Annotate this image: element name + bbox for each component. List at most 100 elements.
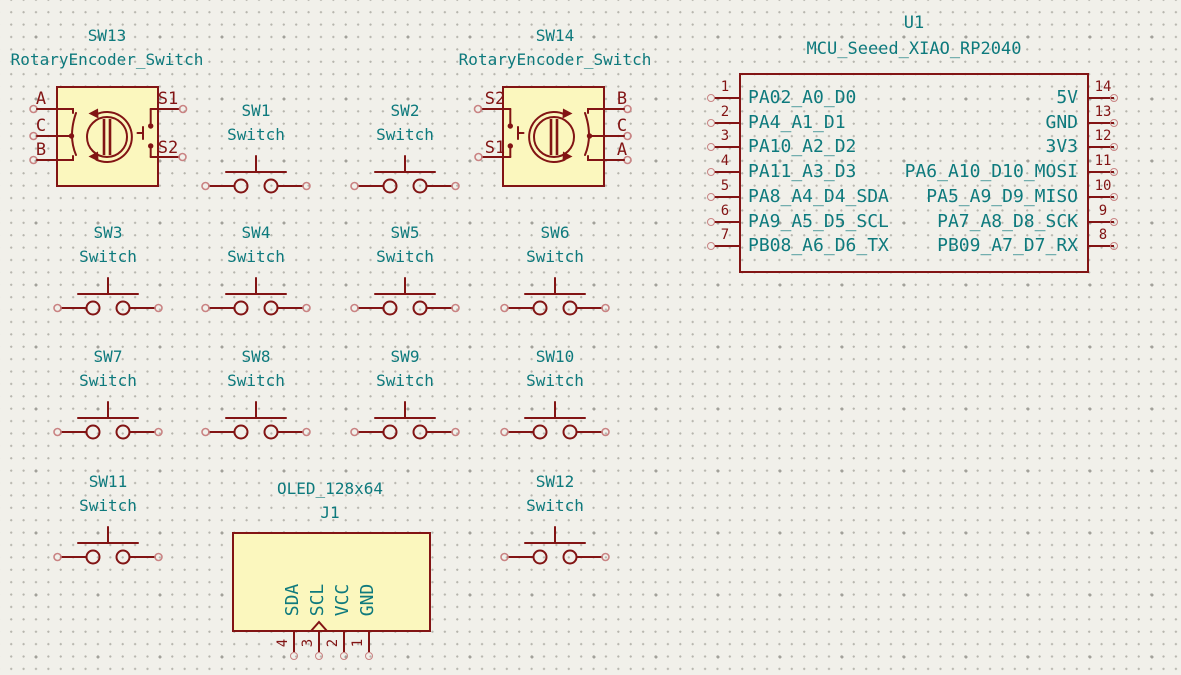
reference-label[interactable]: SW11 [88,472,128,491]
pin-line [714,221,739,223]
pin-name: PA8_A4_D4_SDA [748,186,889,207]
pin-number: 11 [1094,153,1112,169]
push-button-symbol[interactable] [201,153,311,199]
component-sw3[interactable]: SW3 Switch [53,221,163,321]
pin-line [714,122,739,124]
reference-label[interactable]: SW3 [93,223,123,242]
reference-label[interactable]: SW6 [540,223,570,242]
pin-line [1089,221,1114,223]
push-button-symbol[interactable] [350,153,460,199]
reference-label[interactable]: SW13 [87,26,127,45]
value-label[interactable]: Switch [376,125,434,144]
push-button-symbol[interactable] [53,524,163,570]
push-button-symbol[interactable] [350,399,460,445]
value-label[interactable]: Switch [79,371,137,390]
component-sw6[interactable]: SW6 Switch [500,221,610,321]
pin-name: 3V3 [1045,136,1078,157]
component-sw11[interactable]: SW11 Switch [53,470,163,570]
reference-label[interactable]: SW4 [241,223,271,242]
pin-line [714,196,739,198]
component-sw13-rotary-encoder-symbol[interactable]: A C B S1 S2 [25,80,200,195]
component-sw13-title[interactable]: SW13 RotaryEncoder_Switch [7,24,207,72]
pin-label-s1: S1 [158,89,178,109]
value-label[interactable]: Switch [227,371,285,390]
reference-label[interactable]: SW1 [241,101,271,120]
push-button-symbol[interactable] [201,275,311,321]
value-label[interactable]: RotaryEncoder_Switch [458,50,652,69]
pin-line [1089,171,1114,173]
pin-name: PA5_A9_D9_MISO [926,186,1078,207]
reference-label[interactable]: J1 [320,503,340,522]
component-sw10[interactable]: SW10 Switch [500,345,610,445]
component-sw5[interactable]: SW5 Switch [350,221,460,321]
push-button-symbol[interactable] [53,275,163,321]
pin-line [1089,122,1114,124]
pin-number: 14 [1094,79,1112,95]
pin-number: 12 [1094,128,1112,144]
pin-name: PB08_A6_D6_TX [748,235,889,256]
value-label[interactable]: Switch [526,496,584,515]
value-label[interactable]: MCU_Seeed_XIAO_RP2040 [806,39,1022,59]
component-sw14-rotary-encoder-symbol[interactable]: S2 S1 B C A [471,80,646,195]
pin-name: PB09_A7_D7_RX [937,235,1078,256]
pin-name: PA7_A8_D8_SCK [937,211,1078,232]
pin-line [293,632,295,652]
pin-end-circle [707,143,715,151]
reference-label[interactable]: SW9 [390,347,420,366]
component-sw2[interactable]: SW2 Switch [350,99,460,199]
reference-label[interactable]: SW12 [535,472,575,491]
push-button-symbol[interactable] [500,399,610,445]
component-j1-title[interactable]: OLED_128x64 J1 [230,477,430,525]
pin-end-circle [315,652,323,660]
push-button-symbol[interactable] [350,275,460,321]
push-button-symbol[interactable] [500,524,610,570]
pin-line [368,632,370,652]
pin-end-circle [707,218,715,226]
pin-line [714,245,739,247]
pin-number: 2 [325,638,341,648]
pin-end-circle [1110,94,1118,102]
pin-label-s1: S1 [485,138,505,158]
value-label[interactable]: RotaryEncoder_Switch [10,50,204,69]
component-sw4[interactable]: SW4 Switch [201,221,311,321]
push-button-symbol[interactable] [53,399,163,445]
component-sw1[interactable]: SW1 Switch [201,99,311,199]
reference-label[interactable]: SW14 [535,26,575,45]
component-sw12[interactable]: SW12 Switch [500,470,610,570]
reference-label[interactable]: SW5 [390,223,420,242]
value-label[interactable]: Switch [526,247,584,266]
component-u1-title[interactable]: U1 MCU_Seeed_XIAO_RP2040 [739,10,1089,62]
value-label[interactable]: Switch [79,247,137,266]
value-label[interactable]: OLED_128x64 [277,479,383,498]
pin-end-circle [1110,193,1118,201]
value-label[interactable]: Switch [376,247,434,266]
component-u1-body[interactable] [739,73,1089,273]
push-button-symbol[interactable] [201,399,311,445]
reference-label[interactable]: U1 [903,13,925,33]
value-label[interactable]: Switch [526,371,584,390]
component-sw14-title[interactable]: SW14 RotaryEncoder_Switch [455,24,655,72]
pin-line [343,632,345,652]
pin-line [1089,146,1114,148]
pin-end-circle [707,193,715,201]
component-sw7[interactable]: SW7 Switch [53,345,163,445]
reference-label[interactable]: SW8 [241,347,271,366]
reference-label[interactable]: SW10 [535,347,575,366]
value-label[interactable]: Switch [376,371,434,390]
push-button-symbol[interactable] [500,275,610,321]
component-sw8[interactable]: SW8 Switch [201,345,311,445]
value-label[interactable]: Switch [227,247,285,266]
pin-label-c: C [36,116,46,136]
value-label[interactable]: Switch [227,125,285,144]
component-j1-body[interactable] [232,532,431,632]
pin-line [1089,97,1114,99]
component-sw9[interactable]: SW9 Switch [350,345,460,445]
reference-label[interactable]: SW7 [93,347,123,366]
value-label[interactable]: Switch [79,496,137,515]
reference-label[interactable]: SW2 [390,101,420,120]
pin-number: 7 [720,227,730,243]
pin-end-circle [340,652,348,660]
pin-number: 10 [1094,178,1112,194]
pin-end-circle [1110,119,1118,127]
